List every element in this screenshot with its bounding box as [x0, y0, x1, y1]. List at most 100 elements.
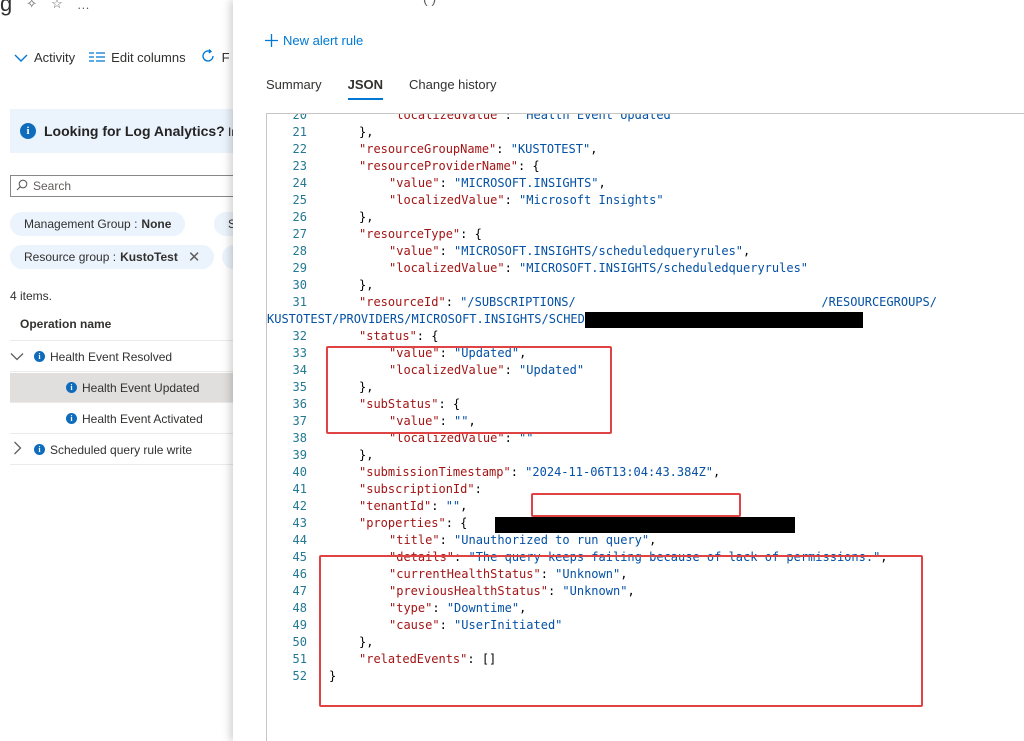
line-content: "value": "",: [389, 413, 476, 430]
json-string: "Downtime": [446, 601, 520, 615]
line-content: },: [359, 209, 373, 226]
json-punctuation: ,: [519, 346, 527, 360]
line-content: "localizedValue": "Updated": [389, 362, 584, 379]
json-key: "resourceGroupName": [359, 142, 497, 156]
json-punctuation: ,: [590, 142, 598, 156]
add-filter-pill[interactable]: [222, 245, 233, 269]
tab-json[interactable]: JSON: [347, 77, 384, 100]
line-number: 41: [292, 482, 307, 496]
line-number: 29: [292, 261, 307, 275]
line-content: "details": "The query keeps failing beca…: [389, 549, 888, 566]
json-punctuation: :: [432, 601, 447, 615]
remove-filter-icon[interactable]: ✕: [187, 249, 201, 266]
json-punctuation: },: [359, 448, 374, 462]
json-key: "type": [389, 601, 433, 615]
list-item[interactable]: i Health Event Activated: [10, 404, 233, 434]
activity-button[interactable]: Activity: [14, 50, 75, 66]
filter-management-group[interactable]: Management Group : None: [10, 212, 186, 236]
refresh-button[interactable]: F: [200, 48, 230, 67]
edit-columns-button[interactable]: Edit columns: [89, 50, 186, 66]
list-item[interactable]: i Scheduled query rule write: [10, 435, 233, 465]
code-line: 34"localizedValue": "Updated": [267, 362, 1024, 379]
line-number: 46: [292, 567, 307, 581]
line-content: "subStatus": {: [359, 396, 460, 413]
list-item[interactable]: i Health Event Resolved: [10, 342, 233, 372]
json-key: "submissionTimestamp": [359, 465, 511, 479]
redacted-subscription-id-value: [495, 517, 795, 533]
code-line: 32"status": {: [267, 328, 1024, 345]
line-number: 39: [292, 448, 307, 462]
json-key: "localizedValue": [389, 193, 505, 207]
line-number: 45: [292, 550, 307, 564]
json-punctuation: ,: [598, 176, 606, 190]
filter-subscription[interactable]: S: [214, 212, 233, 236]
line-number: 37: [292, 414, 307, 428]
search-placeholder: Search: [33, 179, 72, 193]
json-string: "The query keeps failing because of lack…: [468, 550, 881, 564]
filter-value: None: [141, 217, 172, 231]
json-string: "Unknown": [562, 584, 628, 598]
code-line: 24"value": "MICROSOFT.INSIGHTS",: [267, 175, 1024, 192]
list-item-selected[interactable]: i Health Event Updated: [10, 373, 233, 403]
chevron-right-icon[interactable]: [10, 441, 24, 458]
filter-resource-group[interactable]: Resource group : KustoTest ✕: [10, 245, 215, 269]
tab-change-history[interactable]: Change history: [409, 77, 497, 92]
json-punctuation: : {: [438, 397, 461, 411]
json-string: "MICROSOFT.INSIGHTS/scheduledqueryrules": [454, 244, 744, 258]
json-string: "": [454, 414, 469, 428]
json-punctuation: },: [359, 635, 374, 649]
more-options-icon[interactable]: …: [76, 0, 90, 12]
line-number: 42: [292, 499, 307, 513]
code-line: 25"localizedValue": "Microsoft Insights": [267, 192, 1024, 209]
json-punctuation: :: [504, 261, 520, 275]
code-line: 37 "value": "",: [267, 413, 1024, 430]
json-code-viewer[interactable]: 20"localizedValue": "Health Event Update…: [266, 113, 1024, 741]
code-line: 22"resourceGroupName": "KUSTOTEST",: [267, 141, 1024, 158]
line-content: "resourceGroupName": "KUSTOTEST",: [359, 141, 597, 158]
json-punctuation: : {: [517, 159, 540, 173]
code-line: 50},: [267, 634, 1024, 651]
code-line: 21},: [267, 124, 1024, 141]
line-number: 49: [292, 618, 307, 632]
json-string: "MICROSOFT.INSIGHTS": [454, 176, 599, 190]
favorite-star-icon[interactable]: ☆: [51, 0, 63, 11]
json-key: "value": [389, 176, 440, 190]
line-content: "currentHealthStatus": "Unknown",: [389, 566, 627, 583]
json-key: "value": [389, 346, 440, 360]
line-content: "previousHealthStatus": "Unknown",: [389, 583, 635, 600]
json-key: "localizedValue": [389, 431, 505, 445]
plus-icon: [265, 33, 278, 48]
code-line: 42 "tenantId": "",: [267, 498, 1024, 515]
json-punctuation: :: [454, 550, 469, 564]
new-alert-rule-button[interactable]: New alert rule: [265, 33, 363, 48]
info-icon: i: [34, 351, 45, 362]
json-string: "Microsoft Insights": [519, 193, 664, 207]
code-line: 45 "details": "The query keeps failing be…: [267, 549, 1024, 566]
search-input[interactable]: Search: [10, 175, 233, 197]
json-punctuation: :: [504, 193, 520, 207]
line-content: "submissionTimestamp": "2024-11-06T13:04…: [359, 464, 720, 481]
line-content: "tenantId": "",: [359, 498, 467, 515]
json-punctuation: :: [510, 465, 526, 479]
column-header-operation-name[interactable]: Operation name: [20, 317, 112, 331]
line-content: },: [359, 379, 373, 396]
tab-summary[interactable]: Summary: [266, 77, 322, 92]
line-number: 50: [292, 635, 307, 649]
json-punctuation: :: [445, 295, 461, 309]
json-string: "UserInitiated": [454, 618, 563, 632]
info-icon: i: [20, 123, 36, 139]
json-key: "title": [389, 533, 440, 547]
json-string: "": [445, 499, 461, 513]
line-content: "value": "MICROSOFT.INSIGHTS",: [389, 175, 606, 192]
chevron-down-icon[interactable]: [10, 349, 24, 364]
json-punctuation: ,: [468, 414, 476, 428]
json-punctuation: },: [359, 125, 374, 139]
json-key: "value": [389, 414, 440, 428]
json-punctuation: :: [439, 244, 455, 258]
json-string: "Health Event Updated": [519, 113, 678, 122]
operation-name: Health Event Resolved: [50, 349, 173, 364]
code-line: 49"cause": "UserInitiated": [267, 617, 1024, 634]
json-key: "currentHealthStatus": [389, 567, 541, 581]
json-key: "resourceType": [359, 227, 461, 241]
pin-icon[interactable]: ✧: [26, 0, 38, 11]
